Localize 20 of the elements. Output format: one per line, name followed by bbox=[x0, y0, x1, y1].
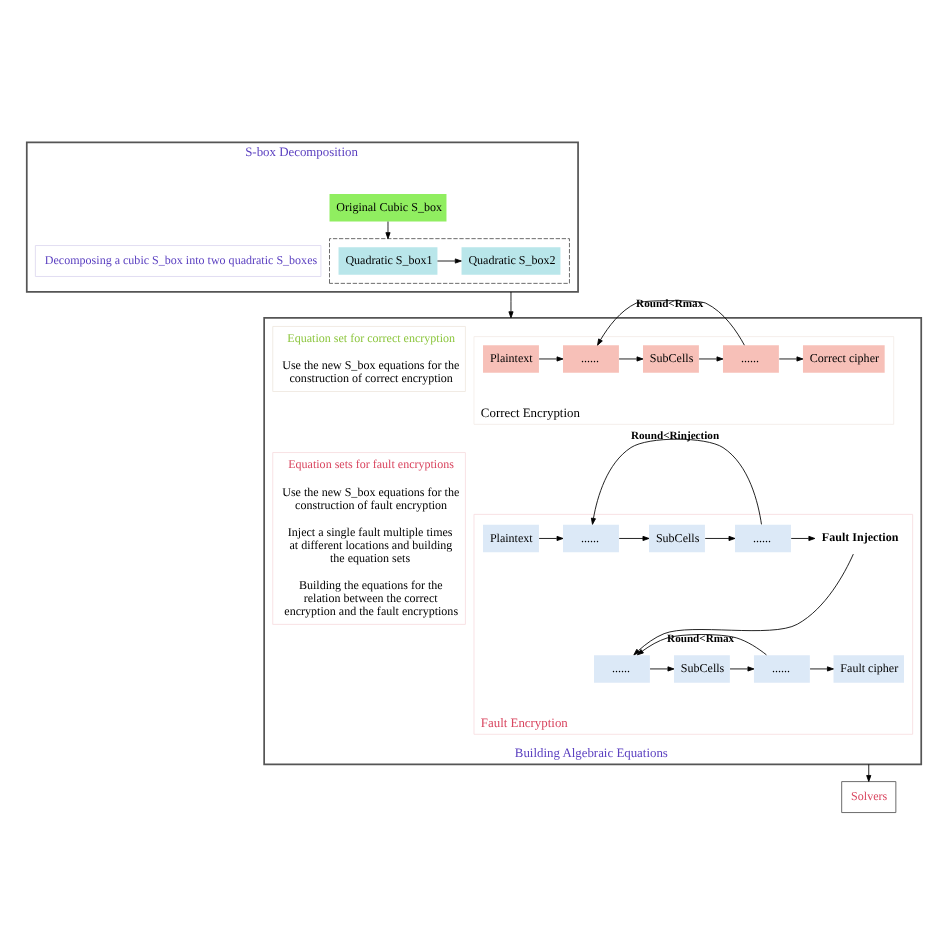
arrow bbox=[649, 666, 675, 672]
arrow bbox=[704, 535, 736, 541]
arrow bbox=[538, 356, 564, 362]
arrow bbox=[636, 634, 767, 656]
arrow bbox=[809, 666, 834, 672]
arrow bbox=[385, 221, 391, 240]
arrow bbox=[633, 553, 854, 656]
arrow bbox=[778, 356, 804, 362]
arrow bbox=[597, 300, 745, 346]
arrow bbox=[508, 291, 514, 319]
arrow bbox=[729, 666, 755, 672]
arrow bbox=[538, 535, 564, 541]
arrow bbox=[618, 535, 650, 541]
arrow bbox=[437, 258, 462, 264]
arrow bbox=[866, 763, 872, 782]
arrow bbox=[618, 356, 644, 362]
cluster bbox=[329, 238, 570, 284]
arrow bbox=[698, 356, 724, 362]
arrow bbox=[590, 438, 762, 525]
arrow bbox=[790, 535, 816, 541]
